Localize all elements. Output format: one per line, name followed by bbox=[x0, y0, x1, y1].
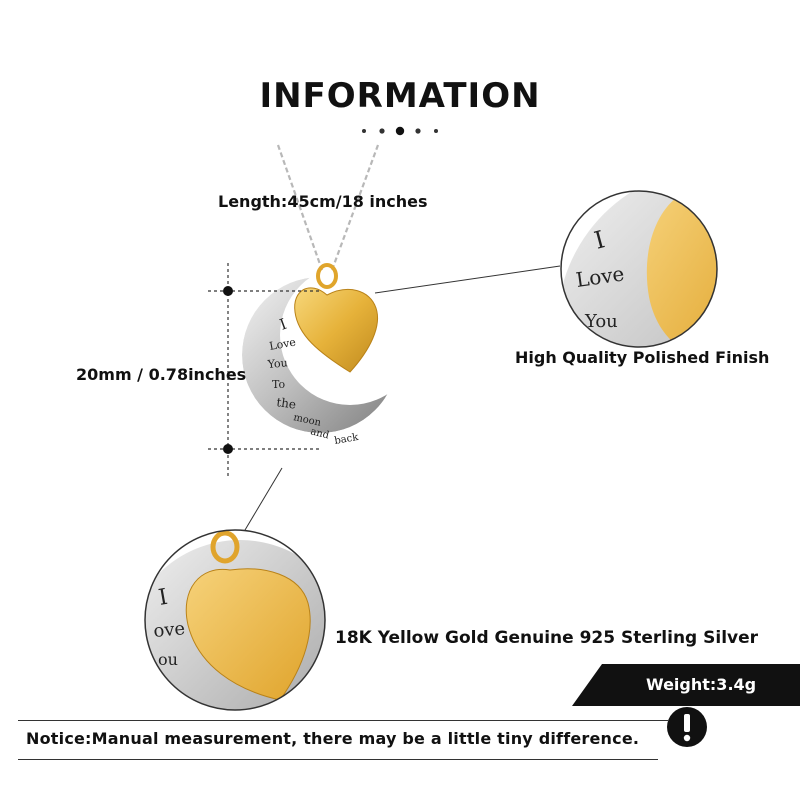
svg-text:Love: Love bbox=[268, 336, 297, 353]
svg-text:ove: ove bbox=[153, 618, 186, 642]
svg-text:and: and bbox=[309, 426, 330, 441]
exclamation-icon bbox=[667, 707, 707, 747]
svg-text:I: I bbox=[277, 315, 289, 334]
svg-text:I: I bbox=[157, 585, 170, 611]
finish-spec: High Quality Polished Finish bbox=[515, 348, 770, 367]
dimension-markers bbox=[208, 263, 320, 477]
weight-spec: Weight:3.4g bbox=[646, 675, 757, 694]
svg-text:To: To bbox=[272, 378, 285, 391]
chain bbox=[330, 144, 380, 271]
svg-text:You: You bbox=[266, 356, 288, 371]
connector-lines bbox=[244, 265, 561, 531]
pendant-size-spec: 20mm / 0.78inches bbox=[76, 365, 247, 384]
zoom-circle-material: I ove ou bbox=[144, 529, 326, 711]
chain bbox=[276, 144, 324, 271]
svg-text:the: the bbox=[276, 395, 297, 412]
notice-box bbox=[18, 720, 668, 760]
svg-text:ou: ou bbox=[158, 650, 178, 669]
page-title: INFORMATION bbox=[259, 76, 541, 116]
svg-text:You: You bbox=[584, 311, 618, 332]
material-spec: 18K Yellow Gold Genuine 925 Sterling Sil… bbox=[335, 628, 759, 648]
svg-text:back: back bbox=[334, 432, 360, 447]
heart-pendant bbox=[294, 287, 378, 373]
pendant-illustration: I Love You To the moon and back bbox=[242, 144, 398, 447]
length-spec: Length:45cm/18 inches bbox=[218, 192, 428, 211]
notice-text: Notice:Manual measurement, there may be … bbox=[26, 729, 640, 748]
weight-banner bbox=[572, 664, 800, 706]
zoom-circle-finish: I Love You bbox=[560, 190, 718, 348]
title-dots-decoration bbox=[362, 126, 438, 136]
